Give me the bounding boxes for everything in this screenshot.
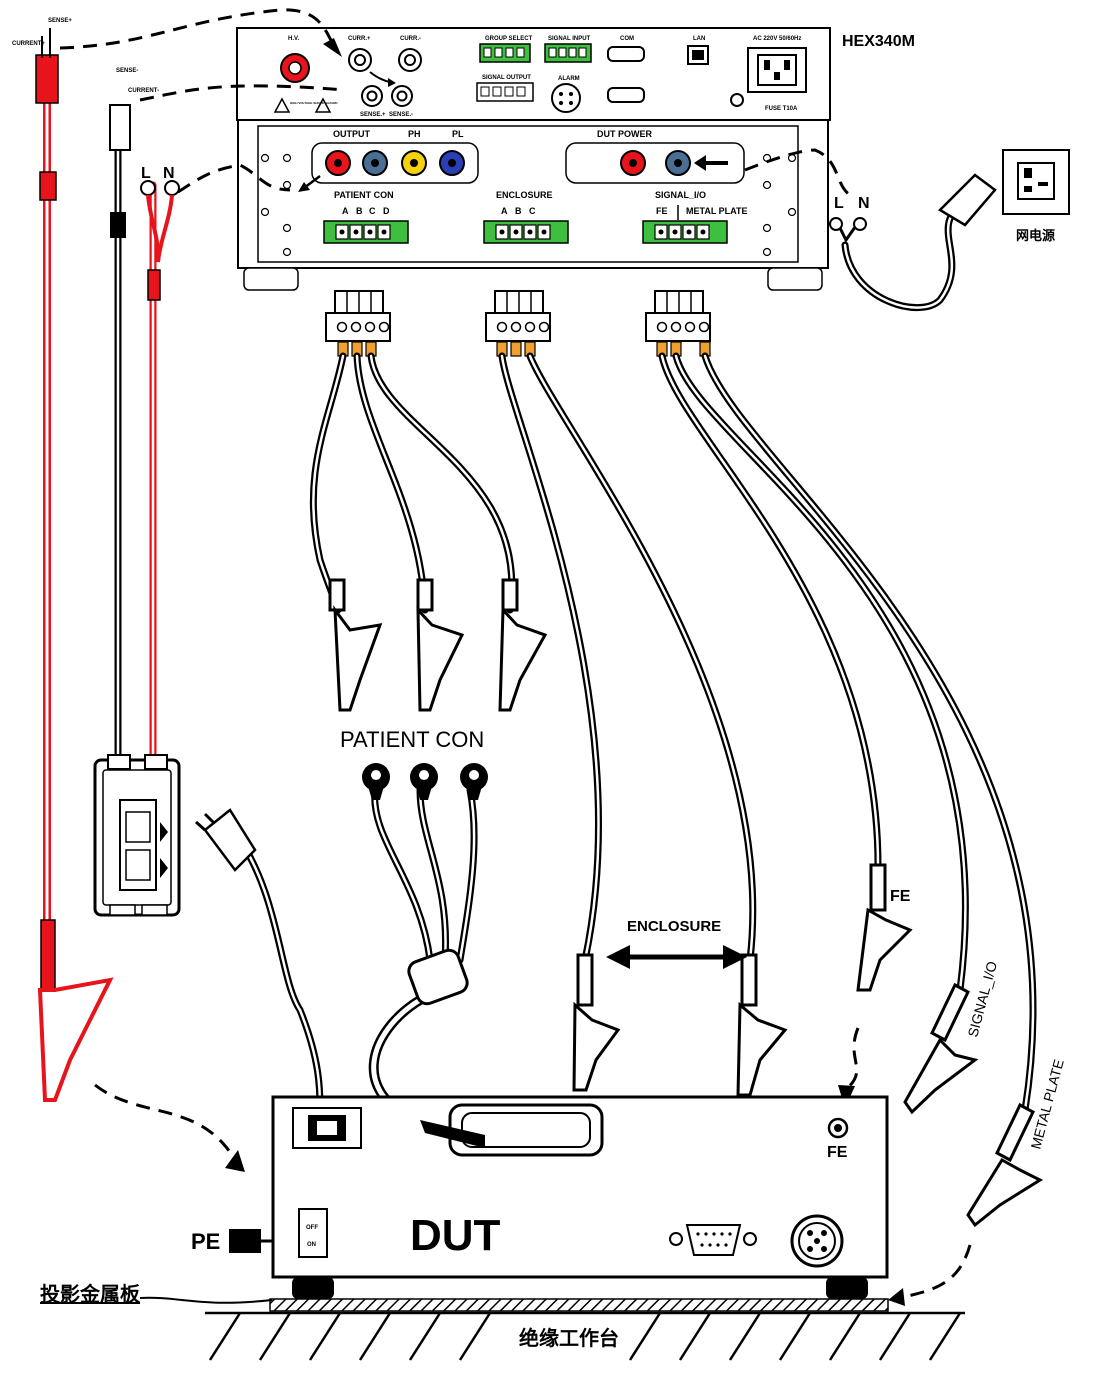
pin-a: A [342, 206, 349, 216]
dut-round-connector[interactable] [790, 1214, 844, 1268]
mains-wall-socket[interactable]: 网电源 L N [829, 149, 1070, 244]
electrode-1[interactable] [362, 763, 390, 800]
hv-label: H.V. [288, 36, 299, 42]
enclosure-label: ENCLOSURE [627, 918, 721, 935]
bench-cn-label: 绝缘工作台 [519, 1326, 619, 1350]
n-ring-terminal[interactable] [164, 180, 180, 196]
dut-power-plug[interactable] [195, 808, 257, 872]
pin-c: C [369, 206, 376, 216]
dut-power-label: DUT POWER [597, 129, 652, 139]
cable-junction [407, 948, 469, 1006]
patient-clip-3[interactable] [498, 578, 548, 712]
ground-screw [730, 93, 744, 107]
mains-socket-label: 网电源 [1016, 228, 1055, 244]
lead-l-label: L [141, 165, 151, 182]
signal-io-clip[interactable] [903, 982, 979, 1115]
arrow-left-icon [694, 155, 706, 171]
fe-clip[interactable] [856, 863, 913, 992]
dut-db9-port[interactable] [669, 1224, 757, 1256]
switch-off-label: OFF [306, 1225, 318, 1231]
curr-minus-label: CURR.- [400, 36, 421, 42]
dut-device: FE OFF ON DUT PE [191, 1095, 889, 1299]
pin-b: B [356, 206, 363, 216]
fe-lead-label: FE [890, 888, 911, 905]
dut-fe-label: FE [827, 1144, 848, 1161]
signal-io-lead-label: SIGNAL_I/O [964, 959, 1000, 1038]
pe-terminal[interactable] [229, 1229, 261, 1253]
lead-n-label: N [163, 165, 175, 182]
patient-electrodes [362, 763, 488, 1006]
metal-plate-clip[interactable] [966, 1102, 1044, 1228]
l-ring-terminal[interactable] [140, 180, 156, 196]
black-banana-plug[interactable] [109, 104, 131, 151]
sense-plus-label: SENSE.+ [360, 112, 386, 118]
socket-box[interactable] [93, 754, 181, 917]
metal-plate-and-bench: 投影金属板 绝缘工作台 [40, 1282, 965, 1361]
front-signal-io-label: SIGNAL_I/O [655, 190, 706, 200]
enc-pin-a: A [501, 206, 508, 216]
front-fe-label: FE [656, 206, 668, 216]
front-metal-plate-label: METAL PLATE [686, 206, 748, 216]
lan-label: LAN [693, 36, 705, 42]
instrument-top-panel: H.V. HIGH VOLTAGE SHOCK HAZARD CURR.+ CU… [236, 27, 915, 121]
electrode-2[interactable] [410, 763, 438, 800]
enclosure-plug[interactable] [485, 290, 551, 357]
output-label: OUTPUT [333, 129, 371, 139]
patient-con-label: PATIENT CON [340, 727, 484, 752]
signal-input-label: SIGNAL INPUT [548, 36, 591, 42]
dut-title: DUT [410, 1211, 501, 1260]
warning-icon-2 [314, 97, 332, 113]
patient-plug[interactable] [325, 290, 391, 357]
left-probe-leads: L N CURRENT+ SENSE+ SENSE- CURRENT- [12, 18, 180, 1102]
dut-power-switch[interactable] [298, 1208, 328, 1258]
com-label: COM [620, 36, 634, 42]
pe-label: PE [191, 1229, 220, 1254]
curr-plus-label: CURR.+ [348, 36, 371, 42]
current-minus-lead-label: CURRENT- [128, 88, 159, 94]
ph-label: PH [408, 129, 421, 139]
alarm-connector[interactable] [551, 83, 581, 113]
metal-plate-cn-label: 投影金属板 [40, 1282, 141, 1306]
front-patient-con-label: PATIENT CON [334, 190, 394, 200]
electrode-3[interactable] [460, 763, 488, 800]
current-plus-label: CURRENT+ [12, 41, 45, 47]
com-port-2[interactable] [607, 87, 645, 103]
red-alligator-clip[interactable] [37, 977, 114, 1102]
patient-clip-1[interactable] [328, 578, 383, 712]
patient-clip-2[interactable] [416, 578, 465, 712]
mains-l-label: L [834, 195, 844, 212]
group-select-label: GROUP SELECT [485, 36, 533, 42]
red-banana-plug[interactable] [35, 54, 59, 104]
alarm-label: ALARM [558, 76, 580, 82]
enclosure-clip-2[interactable] [736, 953, 788, 1097]
sense-plus-lead-label: SENSE+ [48, 18, 72, 24]
enclosure-double-arrow [606, 945, 747, 969]
fuse-label: FUSE T10A [765, 106, 798, 112]
enc-pin-b: B [515, 206, 522, 216]
enclosure-clip-1[interactable] [572, 953, 621, 1092]
signal-output-label: SIGNAL OUTPUT [482, 75, 531, 81]
switch-on-label: ON [307, 1242, 316, 1248]
pl-label: PL [452, 129, 464, 139]
com-port[interactable] [607, 46, 645, 62]
sense-minus-label: SENSE.- [389, 112, 413, 118]
model-label: HEX340M [842, 33, 915, 50]
mains-n-label: N [858, 195, 870, 212]
warning-label: HIGH VOLTAGE SHOCK HAZARD [290, 101, 338, 105]
signal-io-plug[interactable] [645, 290, 711, 357]
warning-icon [273, 97, 291, 113]
front-enclosure-label: ENCLOSURE [496, 190, 553, 200]
sense-minus-lead-label: SENSE- [116, 68, 138, 74]
alligator-clips [328, 578, 1044, 1228]
power-rating-label: AC 220V 50/60Hz [753, 36, 801, 42]
pin-d: D [383, 206, 390, 216]
instrument-front-panel: OUTPUT PH PL DUT POWER PATIENT CON A B C… [237, 119, 829, 291]
projection-metal-plate [269, 1298, 889, 1312]
enc-pin-c: C [529, 206, 536, 216]
